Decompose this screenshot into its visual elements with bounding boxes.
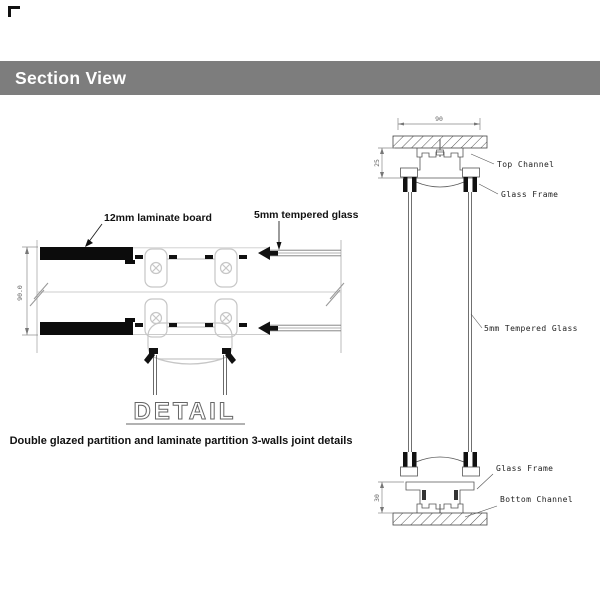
gasket-blocks — [135, 255, 247, 327]
detail-title-group: DETAIL — [126, 398, 245, 426]
boundary-lines — [29, 240, 345, 353]
width-dimension: 90 — [397, 115, 481, 130]
label-top-channel: Top Channel — [497, 160, 554, 169]
label-glass-frame-top: Glass Frame — [501, 190, 558, 199]
tempered-glass-top — [258, 246, 341, 260]
wall-face-lines — [133, 247, 270, 335]
floor-slab — [392, 512, 488, 526]
label-bottom-channel: Bottom Channel — [500, 495, 573, 504]
dim-90-0: 90.0 — [16, 285, 24, 301]
left-detail-drawing: 90.0 — [16, 209, 359, 426]
detail-title: DETAIL — [134, 398, 237, 425]
glass-frame-top-profile — [400, 167, 480, 192]
glass-panes — [408, 192, 472, 452]
bottom-dimension-30: 30 — [373, 481, 404, 514]
aluminium-joint-profiles — [144, 248, 238, 365]
right-section-drawing: 90 — [373, 115, 578, 526]
height-dimension: 90.0 — [16, 246, 38, 336]
section-header-bar: Section View — [0, 61, 600, 95]
glass-frame-bottom-profile — [400, 452, 480, 477]
ceiling-slab — [392, 135, 488, 157]
top-dimension-25: 25 — [373, 147, 404, 179]
corner-logo-mark — [8, 6, 22, 18]
laminate-boards — [40, 247, 135, 335]
tempered-glass-bottom — [258, 321, 341, 335]
dim-90: 90 — [435, 115, 443, 123]
label-tempered-glass: 5mm tempered glass — [254, 209, 359, 221]
page-title: Section View — [15, 68, 127, 88]
right-callouts: Top Channel Glass Frame 5mm Tempered Gla… — [464, 153, 578, 518]
dim-25: 25 — [373, 159, 381, 167]
label-laminate-board: 12mm laminate board — [104, 212, 212, 224]
dim-30: 30 — [373, 494, 381, 502]
label-glass-frame-bottom: Glass Frame — [496, 464, 553, 473]
drawing-caption: Double glazed partition and laminate par… — [9, 435, 353, 447]
label-5mm-tempered-glass: 5mm Tempered Glass — [484, 324, 578, 333]
left-callouts: 12mm laminate board 5mm tempered glass — [85, 209, 359, 250]
descending-partition-glass — [144, 348, 236, 395]
